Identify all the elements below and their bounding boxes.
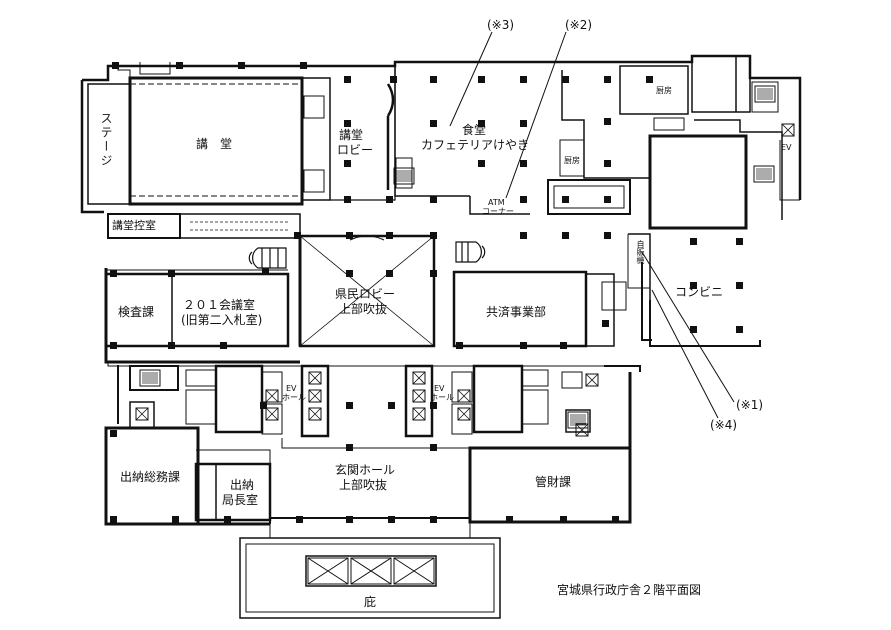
room-atm-2: コーナー [482,207,514,216]
northeast-walls [648,56,800,230]
room-kitchen-north: 厨房 [656,86,672,95]
callout-leaders [449,31,735,419]
room-citizens-lobby-1: 県民ロビー [335,287,396,301]
room-ev-hall-left-1: EV [286,384,297,393]
columns [110,62,743,523]
room-accounting: 出納総務課 [120,470,181,484]
note-4: (※4) [710,418,738,432]
middle-room-walls [104,233,651,348]
room-canopy: 庇 [364,595,377,609]
room-meeting-201-1: ２０１会議室 [183,298,256,312]
room-auditorium-lobby-1: 講堂 [339,128,364,142]
note-3: (※3) [487,18,515,32]
lower-cores [129,364,599,438]
room-stage: ステージ [99,112,113,168]
room-auditorium-lobby-2: ロビー [337,143,374,157]
note-1: (※1) [736,398,764,412]
room-citizens-lobby-2: 上部吹抜 [339,302,388,316]
room-inspection: 検査課 [118,305,155,319]
auditorium-walls [87,62,331,206]
room-control: 講堂控室 [112,219,156,232]
room-ev-hall-left-2: ホール [282,393,306,402]
room-entrance-1: 玄関ホール [335,463,396,477]
room-property: 管財課 [535,475,572,489]
room-mutual-aid: 共済事業部 [486,305,547,319]
room-ev-top: EV [781,143,792,152]
citizens-lobby-atrium [298,234,436,348]
room-ev-hall-right-1: EV [434,384,445,393]
room-entrance-2: 上部吹抜 [339,478,388,492]
curved-stairs [248,241,486,269]
bottom-room-walls [104,426,632,526]
room-ev-hall-right-2: ホール [430,393,454,402]
room-treasurer-1: 出納 [230,478,255,492]
room-vending-machine: 自販機 [636,240,645,264]
room-cafeteria-2: カフェテリアけやき [421,138,530,152]
room-cafeteria-1: 食堂 [462,123,487,137]
room-convenience-store: コンビニ [675,285,724,299]
room-kitchen-inner: 厨房 [564,156,580,165]
note-2: (※2) [565,18,593,32]
room-auditorium: 講 堂 [196,137,233,151]
canopy [239,522,501,619]
control-room-walls [107,213,301,239]
room-meeting-201-2: (旧第二入札室) [181,313,263,327]
room-treasurer-2: 局長室 [222,493,259,507]
room-atm-1: ATM [488,198,505,207]
page-title: 宮城県行政庁舎２階平面図 [557,583,702,597]
